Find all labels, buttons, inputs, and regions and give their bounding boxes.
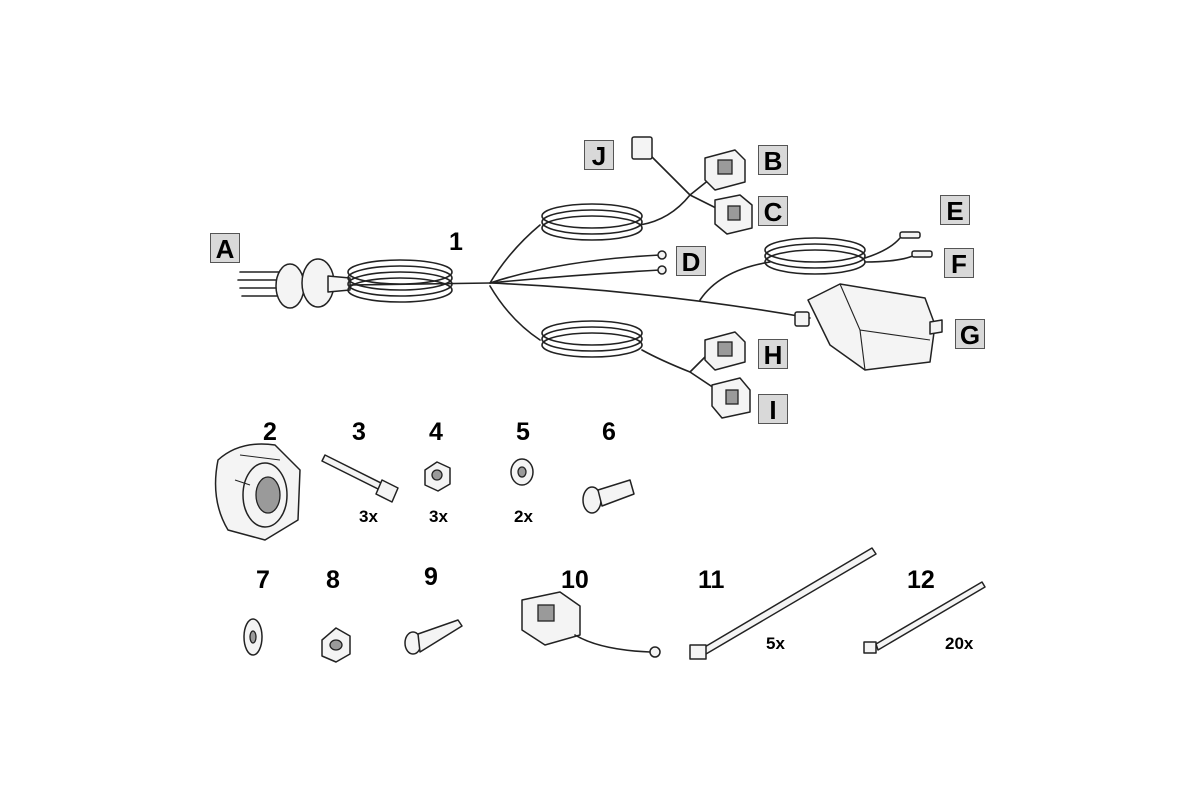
screw-part-6 [582,479,635,514]
quantity-part-4: 3x [429,507,448,526]
label-e: E [940,195,970,226]
quantity-part-11: 5x [766,634,785,653]
cable-tie-part-11 [689,547,877,660]
connector-h [704,331,746,371]
socket-part-2 [214,443,301,541]
label-d: D [676,246,706,277]
part-number-4: 4 [429,418,443,446]
label-j: J [584,140,614,171]
part-number-2: 2 [263,418,277,446]
wiring-harness [237,136,943,419]
ring-terminals-d [657,250,667,275]
connector-i [711,377,751,419]
part-number-1: 1 [449,228,463,256]
part-number-10: 10 [561,566,589,594]
connector-b [704,149,746,191]
bolt-part-3 [321,454,399,503]
quantity-part-5: 2x [514,507,533,526]
part-number-5: 5 [516,418,530,446]
connector-c [714,194,753,235]
label-c: C [758,196,788,227]
part-number-6: 6 [602,418,616,446]
adapter-part-10 [521,591,661,658]
quantity-part-3: 3x [359,507,378,526]
tapping-screw-part-9 [404,619,463,655]
blade-terminals-e-f [899,231,933,258]
part-number-8: 8 [326,566,340,594]
nut-part-8 [321,627,351,663]
part-number-11: 11 [698,566,725,594]
cable-tie-part-12 [863,581,986,654]
label-i: I [758,394,788,425]
washer-part-5 [510,458,534,486]
label-g: G [955,319,985,350]
part-number-7: 7 [256,566,270,594]
coil-lower [541,320,643,358]
lock-washer-part-7 [243,618,263,656]
label-f: F [944,248,974,279]
part-number-9: 9 [424,563,438,591]
socket-plate-a [237,258,351,309]
label-h: H [758,339,788,370]
nut-part-4 [424,461,451,492]
label-a: A [210,233,240,264]
coil-upper [541,203,643,241]
label-b: B [758,145,788,176]
control-module-g [794,283,943,371]
coil-right [764,237,866,275]
part-number-12: 12 [907,566,935,594]
quantity-part-12: 20x [945,634,974,653]
main-coil [347,259,491,303]
part-number-3: 3 [352,418,366,446]
connector-j [631,136,653,160]
